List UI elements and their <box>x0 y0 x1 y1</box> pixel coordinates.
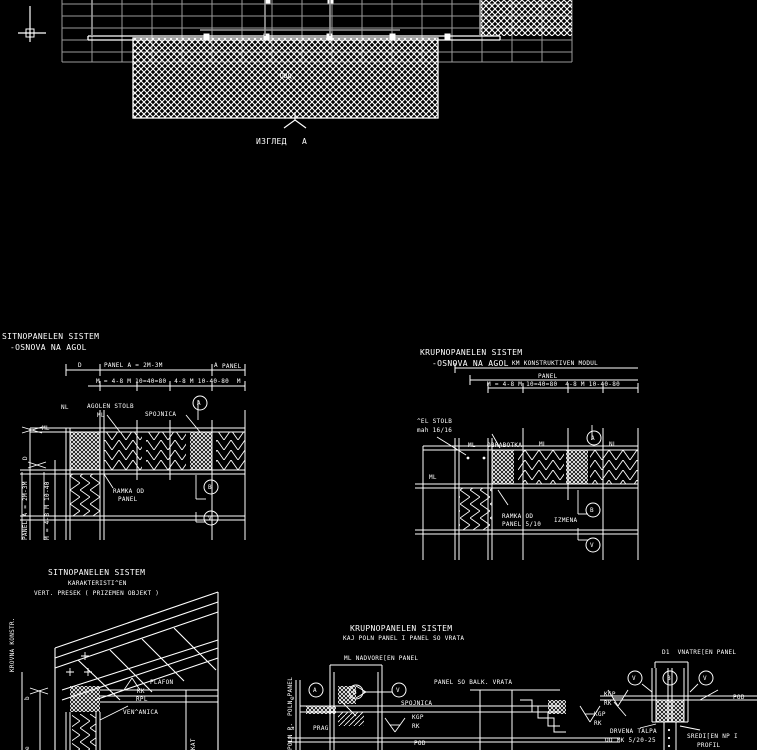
detail-tl-dim-d: D <box>78 362 82 369</box>
label-plafon: PLAFON <box>150 679 174 686</box>
label-ramka-panel: PANEL <box>118 496 138 503</box>
label-ml-tl-1: ML <box>97 412 105 419</box>
label-agolen-stolb: AGOLEN STOLB <box>87 403 134 410</box>
label-krovna-konstr: KROVNA KONSTR. <box>9 617 16 672</box>
label-ramka-panel-510: PANEL 5/10 <box>502 521 542 528</box>
label-rk-bc2: RK <box>594 720 602 727</box>
label-nl-tl: NL <box>61 404 69 411</box>
label-vert-a-bc: a <box>289 726 296 730</box>
detail-bl-title-line1: SITNOPANELEN SISTEM <box>48 568 146 577</box>
crosshair-cursor <box>18 6 46 42</box>
label-ml-tl-2: ML <box>42 425 50 432</box>
elevation-inner-label: ПВЦ <box>280 73 292 80</box>
detail-top-right-plan <box>415 363 639 560</box>
label-nl-tr: NL <box>609 441 617 448</box>
label-ramka-od: RAMKA OD <box>113 488 145 495</box>
detail-top-left-plan <box>20 364 246 540</box>
label-rpl: RPL <box>136 696 148 703</box>
elevation-view-label: ИЗГЛЕД A <box>256 137 308 146</box>
label-panel-so-balk-vrata: PANEL SO BALK. VRATA <box>434 679 513 686</box>
detail-bl-title-line2: KARAKTERISTI^EN <box>68 580 127 587</box>
label-kgp-br: KGP <box>604 691 616 698</box>
label-vert-b: b <box>24 696 31 700</box>
label-ml-tr-2: ML <box>539 441 547 448</box>
detail-tl-title-line2: -OSNOVA NA AGOL <box>10 343 87 352</box>
detail-bottom-right-section <box>600 661 757 750</box>
label-spojnica-bc: SPOJNICA <box>401 700 433 707</box>
label-el-stolb-size: mah 16/16 <box>417 427 453 434</box>
bubble-v-bc: V <box>396 687 400 694</box>
elevation-view-a <box>61 0 573 129</box>
label-vert-e-bc: e <box>289 696 296 700</box>
label-rk-br: RK <box>604 700 612 707</box>
bubble-b-br: B <box>667 675 671 682</box>
detail-tr-dim-km: KM KONSTRUKTIVEN MODUL <box>512 360 599 367</box>
detail-tl-dim-panel: PANEL <box>222 363 242 370</box>
detail-bottom-left-section <box>21 591 219 750</box>
detail-tl-dim-a: A <box>214 362 218 369</box>
note-drvena-talpa-line1: DRVENA TALPA <box>610 728 657 735</box>
label-vencanica: VEN^ANICA <box>123 709 159 716</box>
label-prag: PRAG <box>313 725 329 732</box>
detail-tr-title-line1: KRUPNOPANELEN SISTEM <box>420 348 523 357</box>
detail-bl-title-line3: VERT. PRESEK ( PRIZEMEN OBJEKT ) <box>34 590 160 597</box>
detail-tr-dim-panel: PANEL <box>538 373 558 380</box>
label-pod-br: POD <box>733 694 745 701</box>
label-vert-m-dim: M = 4-8 M 10-40 <box>44 481 51 540</box>
detail-tl-title-line1: SITNOPANELEN SISTEM <box>2 332 100 341</box>
label-ml-tr-1: ML <box>468 442 476 449</box>
bubble-v-br-1: V <box>632 675 636 682</box>
label-el-stolb: ^EL STOLB <box>417 418 453 425</box>
bubble-b-tr: B <box>590 507 594 514</box>
label-ml-nadvoresen-panel: ML NADVORE[EN PANEL <box>344 655 419 662</box>
bubble-a-tl: A <box>197 400 201 407</box>
label-kk: KK <box>137 688 145 695</box>
bubble-v-tl: V <box>208 515 212 522</box>
bubble-v-tr: V <box>590 542 594 549</box>
note-sredisen-np-line1: SREDI[EN NP I <box>687 733 738 740</box>
detail-bc-title-line1: KRUPNOPANELEN SISTEM <box>350 624 453 633</box>
bubble-a-bc: A <box>313 687 317 694</box>
label-pod-bc: POD <box>414 740 426 747</box>
detail-tr-title-line2: -OSNOVA NA AGOL <box>432 359 509 368</box>
bubble-v-br-2: V <box>703 675 707 682</box>
detail-bottom-center-section <box>288 664 620 750</box>
detail-bc-title-line2: KAJ POLN PANEL I PANEL SO VRATA <box>343 635 465 642</box>
label-obrabotka: OBRABOTKA <box>487 442 523 449</box>
bubble-a-tr: A <box>591 435 595 442</box>
label-vert-d: D <box>22 456 29 460</box>
detail-tr-dim-row: M = 4-8 M 10=40=80 4-8 M 10-40-80 <box>487 381 621 388</box>
label-ramka-od-tr: RAMKA OD <box>502 513 534 520</box>
bubble-b-bc: B <box>353 689 357 696</box>
label-vert-e-bl: e <box>24 746 31 750</box>
label-rk-bc: RK <box>412 723 420 730</box>
label-kgp-bc: KGP <box>412 714 424 721</box>
label-spojnica: SPOJNICA <box>145 411 177 418</box>
label-kgp-bc2: KGP <box>594 711 606 718</box>
label-vert-kat: KAT <box>190 738 197 750</box>
label-izmena: IZMENA <box>554 517 578 524</box>
label-d1-vnatresen-panel: D1 VNATRE[EN PANEL <box>662 649 737 656</box>
detail-tl-dim-row: M = 4-8 M 10=40=80 4-8 M 10-40-80 M <box>96 378 241 385</box>
label-ml-tr-3: ML <box>429 474 437 481</box>
detail-tl-dim-panel-a: PANEL A = 2M-3M <box>104 362 163 369</box>
bubble-b-tl: B <box>208 484 212 491</box>
label-vert-panel-a: PANEL A = 2M-3M <box>22 481 29 540</box>
note-sredisen-np-line2: PROFIL <box>697 742 721 749</box>
note-drvena-talpa-line2: OD MK 5/20-25 <box>605 737 656 744</box>
